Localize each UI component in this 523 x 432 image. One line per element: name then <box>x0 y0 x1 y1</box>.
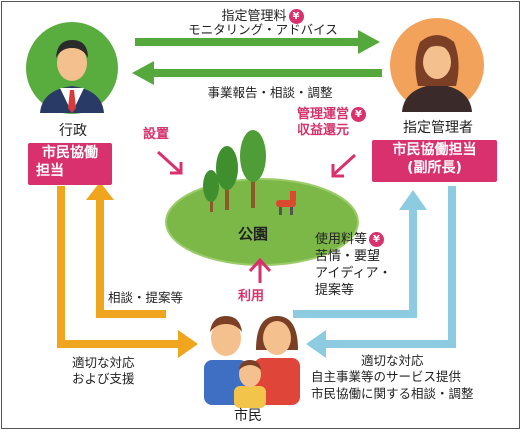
manager-woman-icon <box>390 18 484 112</box>
support-line-2: および支援 <box>72 371 135 386</box>
park-label: 公園 <box>238 225 269 243</box>
arrow-support-citizen <box>57 186 198 358</box>
consult-gov-label: 相談・提案等 <box>108 290 184 305</box>
government-official-icon <box>26 22 118 114</box>
citizen-label: 市民 <box>234 408 262 424</box>
arrow-fee-to-manager <box>135 30 380 54</box>
arrow-kanri <box>331 153 357 178</box>
monitoring-label: モニタリング・アドバイス <box>188 22 338 37</box>
fees-text-1: 使用料等 <box>315 232 368 247</box>
arrow-report-to-gov <box>132 61 382 85</box>
yen-icon: ¥ <box>351 107 367 122</box>
mgr-support-line-1: 適切な対応 <box>361 353 424 368</box>
playground-animal-icon <box>276 191 296 215</box>
kanri-label-2: 収益還元 <box>297 123 350 138</box>
setchi-label: 設置 <box>143 127 170 142</box>
arrow-feedback-manager <box>293 190 427 318</box>
gov-badge-line2: 担当 <box>36 162 64 179</box>
report-label: 事業報告・相談・調整 <box>207 85 333 100</box>
park-trees-icon <box>165 130 359 266</box>
arrow-setchi <box>156 150 183 175</box>
fees-line-3: アイディア・ <box>315 266 392 281</box>
fee-label: 指定管理料¥ <box>175 9 350 25</box>
fees-line-2: 苦情・要望 <box>315 249 381 264</box>
arrow-service-citizen <box>306 186 456 358</box>
fee-text: 指定管理料 <box>221 9 287 24</box>
gov-badge-line1: 市民協働 <box>42 145 98 161</box>
yen-icon: ¥ <box>369 232 385 247</box>
kanri-label-1: 管理運営¥ <box>297 107 367 123</box>
arrow-riyou <box>248 257 272 283</box>
mgr-support-line-2: 自主事業等のサービス提供 <box>311 369 462 384</box>
fees-line-4: 提案等 <box>315 283 355 298</box>
kanri-text-1: 管理運営 <box>297 107 350 122</box>
arrow-consult-gov <box>86 182 166 318</box>
mgr-support-line-3: 市民協働に関する相談・調整 <box>311 386 474 401</box>
gov-name: 行政 <box>59 123 87 139</box>
family-icon <box>204 316 300 408</box>
manager-name: 指定管理者 <box>403 120 473 136</box>
fees-line-1: 使用料等¥ <box>315 232 385 248</box>
yen-icon: ¥ <box>288 9 304 24</box>
gov-badge: 市民協働 担当 <box>28 143 112 185</box>
manager-badge: 市民協働担当 (副所長) <box>372 140 497 182</box>
riyou-label: 利用 <box>238 289 265 304</box>
support-line-1: 適切な対応 <box>72 355 135 370</box>
manager-badge-line1: 市民協働担当 <box>392 142 477 158</box>
manager-badge-line2: (副所長) <box>407 159 462 176</box>
